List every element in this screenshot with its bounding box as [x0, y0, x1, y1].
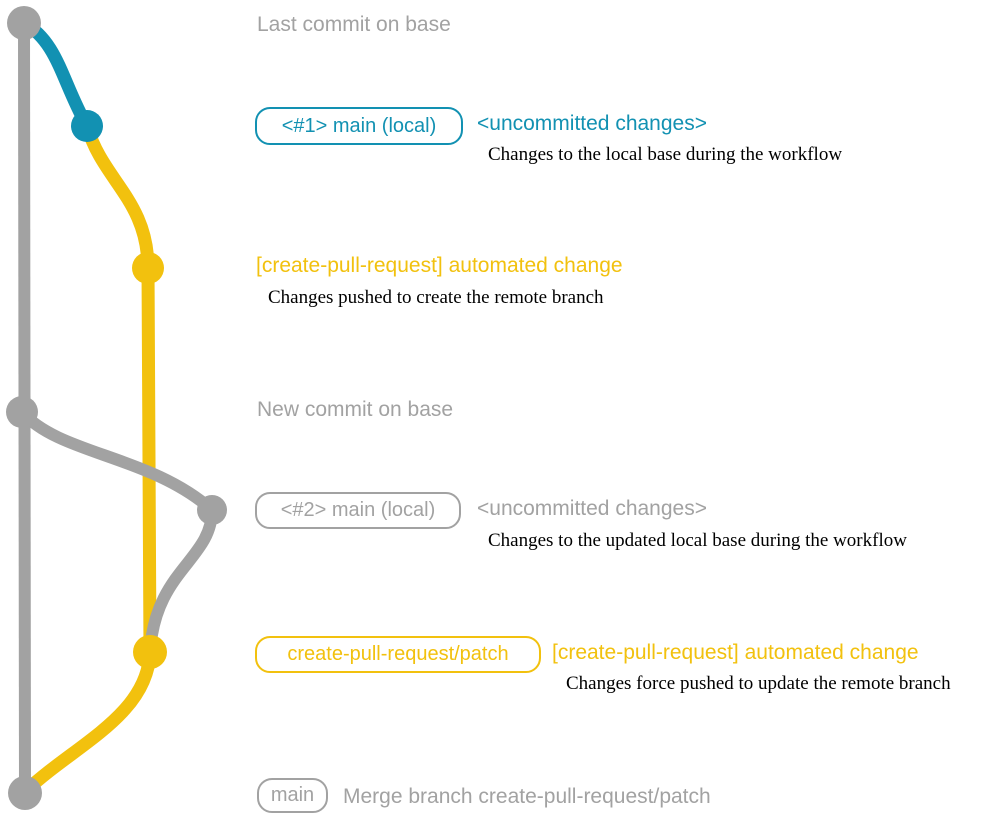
commit-node-remote-1: [132, 252, 164, 284]
edge-local-changes-2: [16, 406, 219, 658]
label-merge-branch-message: Merge branch create-pull-request/patch: [343, 785, 711, 808]
edge-merge-branch: [20, 645, 157, 797]
edge-remote-branch: [80, 119, 157, 659]
branch-tag-create-pull-request-patch-label: create-pull-request/patch: [287, 643, 509, 665]
branch-tag-main-local-1-label: <#1> main (local): [281, 114, 437, 137]
commit-node-merge: [8, 776, 42, 810]
label-last-commit-on-base: Last commit on base: [257, 13, 451, 36]
label-uncommitted-changes-2: <uncommitted changes>: [477, 497, 707, 520]
branch-tag-main-local-1: <#1> main (local): [255, 107, 463, 145]
branch-tag-main-label: main: [270, 784, 315, 806]
note-changes-force-pushed: Changes force pushed to update the remot…: [566, 673, 951, 694]
branch-tag-main-local-2-label: <#2> main (local): [280, 499, 436, 521]
commit-node-local-2: [197, 495, 227, 525]
branch-tag-main-local-2: <#2> main (local): [255, 492, 461, 529]
note-changes-pushed: Changes pushed to create the remote bran…: [268, 287, 604, 308]
commit-node-local-1: [71, 110, 103, 142]
branch-tag-main: main: [257, 778, 328, 813]
commit-node-base-new: [6, 396, 38, 428]
label-uncommitted-changes-1: <uncommitted changes>: [477, 112, 707, 135]
commit-node-remote-2: [133, 635, 167, 669]
edge-local-changes-1: [17, 16, 94, 133]
label-new-commit-on-base: New commit on base: [257, 398, 454, 421]
label-automated-change-2: [create-pull-request] automated change: [552, 641, 919, 664]
note-local-base-changes-1: Changes to the local base during the wor…: [488, 144, 843, 165]
note-local-base-changes-2: Changes to the updated local base during…: [488, 530, 907, 551]
label-automated-change-1: [create-pull-request] automated change: [256, 254, 623, 277]
branch-tag-create-pull-request-patch: create-pull-request/patch: [255, 636, 541, 673]
commit-node-base-last: [7, 6, 41, 40]
